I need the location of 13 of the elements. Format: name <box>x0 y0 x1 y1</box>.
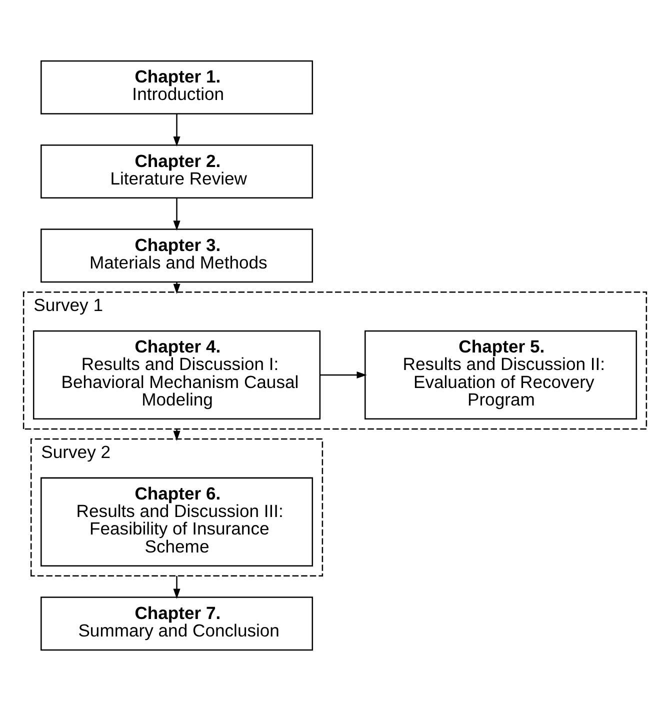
arrow <box>173 282 180 294</box>
arrow <box>173 428 180 440</box>
node-box: Chapter 4. Results and Discussion I: Behavioral Mechanism Causal Modeling <box>32 330 321 420</box>
arrow <box>173 575 180 598</box>
arrow <box>320 370 367 378</box>
node-box: Chapter 1. Introduction <box>40 60 314 114</box>
node-box: Chapter 7. Summary and Conclusion <box>40 596 314 650</box>
node-box: Chapter 2. Literature Review <box>40 144 314 198</box>
arrow <box>173 114 180 146</box>
node-box: Chapter 3. Materials and Methods <box>40 228 314 282</box>
node-box: Chapter 6. Results and Discussion III: Feasibility of Insurance Scheme <box>40 476 314 566</box>
node-box: Chapter 5. Results and Discussion II: Evaluation of Recovery Program <box>364 330 638 420</box>
arrow <box>173 198 180 230</box>
